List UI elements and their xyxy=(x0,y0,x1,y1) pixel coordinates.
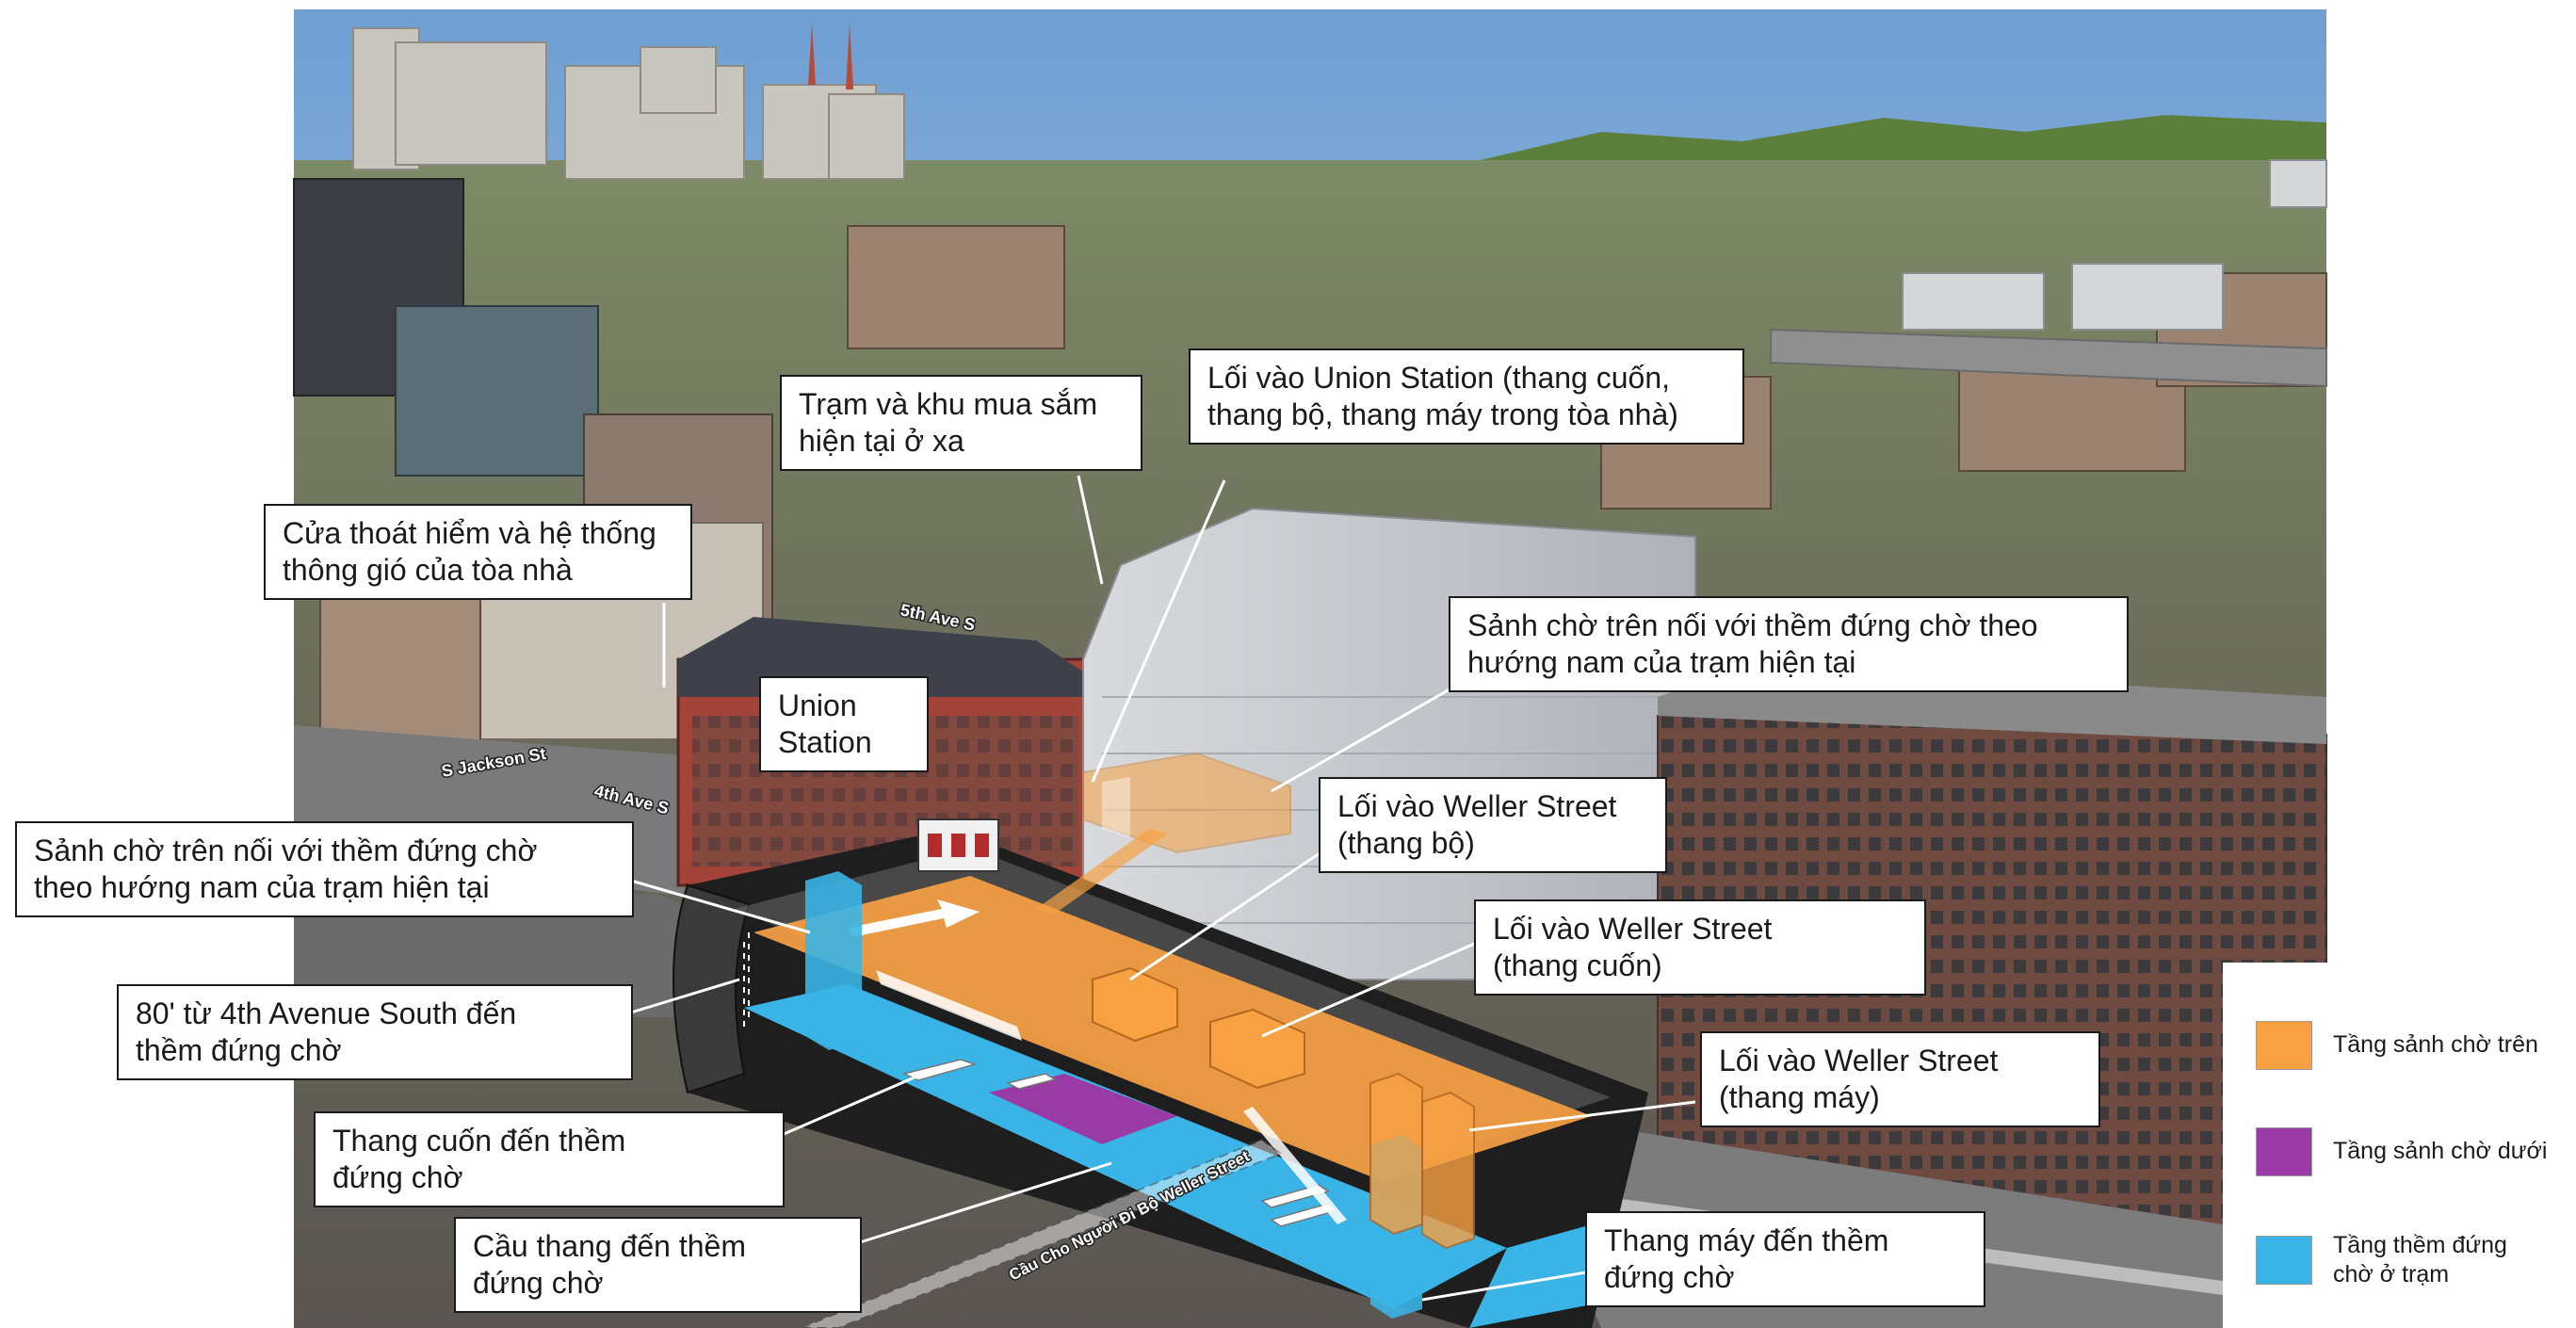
callout-weller-elevator: Lối vào Weller Street (thang máy) xyxy=(1700,1031,2100,1128)
callout-line: Thang cuốn đến thềm xyxy=(332,1124,626,1158)
legend-swatch-station-platform xyxy=(2256,1236,2312,1286)
callout-line: Cầu thang đến thềm xyxy=(473,1229,746,1263)
callout-line: hiện tại ở xa xyxy=(799,424,964,459)
callout-line: (thang cuốn) xyxy=(1493,948,1662,983)
callout-line: Thang máy đến thềm xyxy=(1604,1223,1889,1257)
callout-line: Union xyxy=(778,688,857,722)
callout-existing-station: Trạm và khu mua sắm hiện tại ở xa xyxy=(780,375,1142,472)
callout-line: Lối vào Union Station (thang cuốn, xyxy=(1207,361,1670,395)
legend-swatch-lower-mezzanine xyxy=(2256,1127,2312,1176)
legend-label-line: Tầng thềm đứng xyxy=(2333,1232,2507,1258)
callout-line: hướng nam của trạm hiện tại xyxy=(1467,645,1856,680)
legend-item-station-platform: Tầng thềm đứng chờ ở trạm xyxy=(2256,1231,2576,1290)
callout-escalators-platform: Thang cuốn đến thềm đứng chờ xyxy=(314,1111,785,1208)
callout-line: thềm đứng chờ xyxy=(136,1033,342,1068)
callout-line: Lối vào Weller Street xyxy=(1719,1044,1999,1077)
callout-line: 80' từ 4th Avenue South đến xyxy=(136,996,517,1030)
callout-line: Station xyxy=(778,725,872,760)
callout-elevators-platform: Thang máy đến thềm đứng chờ xyxy=(1585,1211,1985,1308)
station-cutaway: Cầu Cho Người Đi Bộ Weller Street xyxy=(672,752,1648,1328)
legend: Tầng sảnh chờ trên Tầng sảnh chờ dưới Tầ… xyxy=(2223,963,2576,1328)
callout-line: Lối vào Weller Street xyxy=(1493,912,1773,946)
legend-label-line: Tầng sảnh chờ trên xyxy=(2333,1031,2538,1059)
callout-line: đứng chờ xyxy=(1604,1260,1735,1295)
callout-weller-escalator: Lối vào Weller Street (thang cuốn) xyxy=(1474,899,1926,996)
callout-line: thang bộ, thang máy trong tòa nhà) xyxy=(1207,397,1678,432)
legend-label: Tầng sảnh chờ dưới xyxy=(2333,1137,2547,1166)
legend-swatch-upper-mezzanine xyxy=(2256,1021,2312,1070)
callout-mezzanine-right: Sảnh chờ trên nối với thềm đứng chờ theo… xyxy=(1449,596,2129,693)
callout-line: đứng chờ xyxy=(332,1160,463,1195)
callout-union-station: Union Station xyxy=(759,676,929,773)
callout-line: (thang máy) xyxy=(1719,1080,1880,1115)
callout-line: theo hướng nam của trạm hiện tại xyxy=(34,870,490,905)
lower-mezzanine-level xyxy=(989,1074,1177,1144)
legend-item-lower-mezzanine: Tầng sảnh chờ dưới xyxy=(2256,1127,2576,1176)
callout-emergency-exit: Cửa thoát hiểm và hệ thống thông gió của… xyxy=(264,504,692,601)
callout-line: thông gió của tòa nhà xyxy=(283,553,573,588)
callout-mezzanine-left: Sảnh chờ trên nối với thềm đứng chờ theo… xyxy=(15,821,634,918)
legend-label: Tầng sảnh chờ trên xyxy=(2333,1030,2538,1060)
callout-depth: 80' từ 4th Avenue South đến thềm đứng ch… xyxy=(117,984,633,1081)
callout-line: Sảnh chờ trên nối với thềm đứng chờ xyxy=(34,834,538,867)
callout-line: Cửa thoát hiểm và hệ thống xyxy=(283,516,656,550)
legend-label-line: chờ ở trạm xyxy=(2333,1261,2450,1288)
legend-item-upper-mezzanine: Tầng sảnh chờ trên xyxy=(2256,1021,2576,1070)
callout-union-station-entrance: Lối vào Union Station (thang cuốn, thang… xyxy=(1189,348,1744,445)
callout-bridge-stairs: Cầu thang đến thềm đứng chờ xyxy=(454,1217,862,1314)
callout-weller-stairs: Lối vào Weller Street (thang bộ) xyxy=(1319,777,1667,874)
legend-label: Tầng thềm đứng chờ ở trạm xyxy=(2333,1231,2507,1290)
callout-line: Trạm và khu mua sắm xyxy=(799,387,1098,421)
callout-line: Lối vào Weller Street xyxy=(1337,789,1617,823)
callout-line: Sảnh chờ trên nối với thềm đứng chờ theo xyxy=(1467,608,2038,642)
callout-line: (thang bộ) xyxy=(1337,826,1475,861)
legend-label-line: Tầng sảnh chờ dưới xyxy=(2333,1138,2548,1165)
callout-line: đứng chờ xyxy=(473,1266,604,1301)
